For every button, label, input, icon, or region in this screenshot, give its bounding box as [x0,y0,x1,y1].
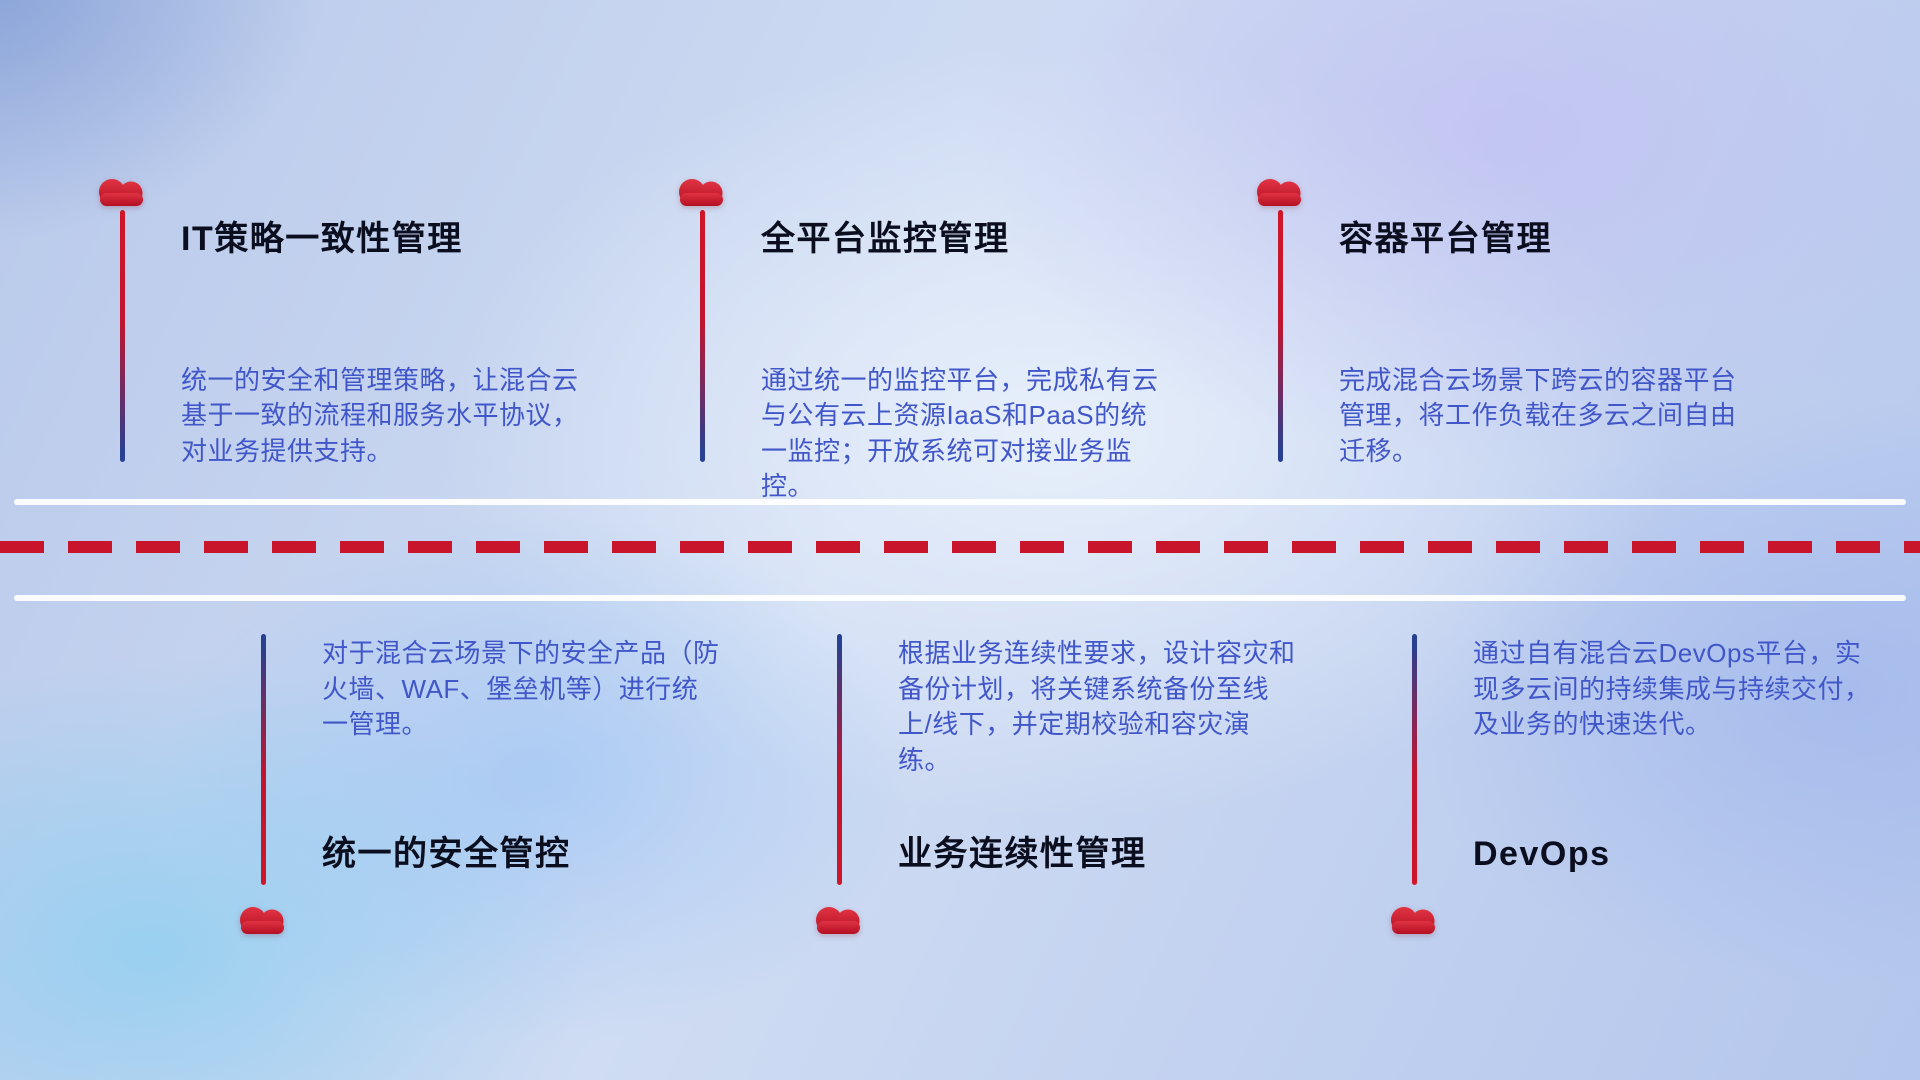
connector-line [119,210,125,462]
bottom-item-security: 对于混合云场景下的安全产品（防火墙、WAF、堡垒机等）进行统一管理。 统一的安全… [232,634,722,946]
timeline-pole [232,634,294,946]
top-item-it-policy: IT策略一致性管理 统一的安全和管理策略，让混合云基于一致的流程和服务水平协议，… [91,169,581,469]
top-item-container-platform: 容器平台管理 完成混合云场景下跨云的容器平台管理，将工作负载在多云之间自由迁移。 [1249,169,1739,469]
item-title: 全平台监控管理 [761,220,1010,258]
cloud-icon [679,179,723,206]
divider-rule-top [14,499,1906,505]
cloud-icon [1257,179,1301,206]
item-description: 通过统一的监控平台，完成私有云与公有云上资源IaaS和PaaS的统一监控；开放系… [761,364,1159,502]
item-description: 通过自有混合云DevOps平台，实现多云间的持续集成与持续交付，及业务的快速迭代… [1473,638,1871,740]
item-description: 根据业务连续性要求，设计容灾和备份计划，将关键系统备份至线上/线下，并定期校验和… [898,638,1296,775]
item-title: 容器平台管理 [1339,220,1552,258]
divider-rule-bottom [14,595,1906,601]
divider-dashed-line [0,541,1920,553]
bottom-item-devops: 通过自有混合云DevOps平台，实现多云间的持续集成与持续交付，及业务的快速迭代… [1383,634,1873,946]
timeline-pole [671,169,733,505]
top-item-monitoring: 全平台监控管理 通过统一的监控平台，完成私有云与公有云上资源IaaS和PaaS的… [671,169,1161,505]
connector-line [1411,634,1417,885]
cloud-icon [816,907,860,934]
cloud-icon [240,907,284,934]
item-description: 完成混合云场景下跨云的容器平台管理，将工作负载在多云之间自由迁移。 [1339,364,1737,466]
item-description: 统一的安全和管理策略，让混合云基于一致的流程和服务水平协议，对业务提供支持。 [181,364,579,466]
item-title: IT策略一致性管理 [181,220,463,258]
cloud-icon [1391,907,1435,934]
cloud-icon [99,179,143,206]
timeline-pole [91,169,153,469]
connector-line [1277,210,1283,462]
timeline-pole [808,634,870,946]
timeline-pole [1249,169,1311,469]
item-title: 业务连续性管理 [898,835,1147,873]
timeline-pole [1383,634,1445,946]
connector-line [260,634,266,885]
item-title: 统一的安全管控 [322,835,571,873]
connector-line [836,634,842,885]
item-description: 对于混合云场景下的安全产品（防火墙、WAF、堡垒机等）进行统一管理。 [322,638,720,740]
connector-line [699,210,705,462]
item-title: DevOps [1473,835,1611,873]
bottom-item-business-continuity: 根据业务连续性要求，设计容灾和备份计划，将关键系统备份至线上/线下，并定期校验和… [808,634,1298,946]
